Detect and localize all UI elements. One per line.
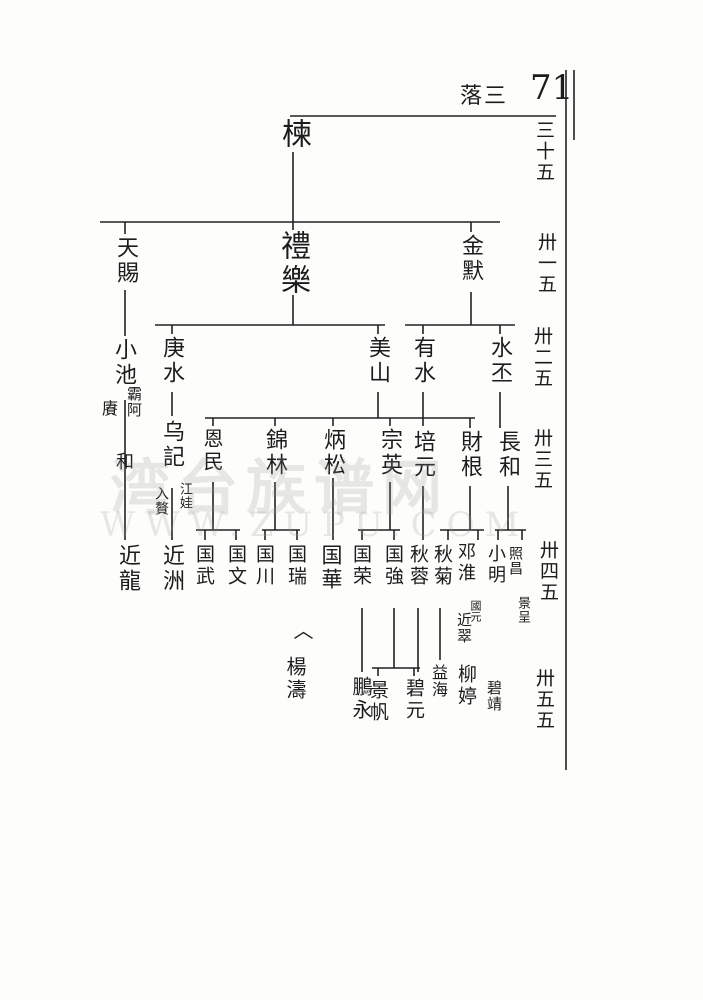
person-jinzhou: 近洲 xyxy=(159,544,184,594)
person-xiaochi: 小池 xyxy=(111,338,136,388)
person-xiaochi-note-a: 賡 xyxy=(99,400,118,417)
person-shuipi: 水丕 xyxy=(487,336,512,386)
person-caigen: 財根 xyxy=(457,430,482,480)
person-xiaolin-note: 國元 xyxy=(469,600,482,622)
person-liuting: 柳婷 xyxy=(455,664,477,708)
person-xiaolin: 小明 xyxy=(485,544,506,586)
section-label: 落三 xyxy=(460,84,509,109)
person-jinlin: 錦林 xyxy=(262,428,287,478)
person-zongying: 宗英 xyxy=(377,428,402,478)
person-guowen: 国文 xyxy=(225,544,247,588)
person-biyuan: 碧元 xyxy=(403,678,425,722)
person-guohua: 国華 xyxy=(319,544,343,592)
person-guorui: 国瑞 xyxy=(285,544,307,588)
person-wuji-note-a: 江娃 xyxy=(177,482,192,510)
person-zhaochang-note: 景呈 xyxy=(515,596,530,624)
person-guorong: 国荣 xyxy=(350,544,372,588)
generation-34: 卅四五 xyxy=(537,540,559,603)
person-wuji-note-b: 入贅 xyxy=(153,486,169,516)
person-wuji: 乌記 xyxy=(159,420,184,470)
person-meishan: 美山 xyxy=(365,336,390,386)
person-xiaochi-note-c: 和 xyxy=(113,452,134,473)
person-jinmo: 金默 xyxy=(458,234,483,284)
person-bijing: 碧靖 xyxy=(485,680,503,712)
generation-35: 三十五 xyxy=(533,120,555,183)
person-youshui: 有水 xyxy=(410,336,435,386)
person-zhaochang: 照昌 xyxy=(507,546,523,576)
generation-31: 卅一五 xyxy=(535,232,557,295)
person-guowu: 国武 xyxy=(193,544,215,588)
person-dong: 楝 xyxy=(276,118,311,152)
person-pengyong: 鵬永 xyxy=(349,676,373,722)
person-lile: 禮樂 xyxy=(275,230,310,298)
generation-32: 卅二五 xyxy=(531,326,553,389)
person-enmin: 恩民 xyxy=(200,428,224,474)
person-changhe: 長和 xyxy=(495,430,520,480)
person-qiurong: 秋蓉 xyxy=(407,544,429,588)
person-xiaochi-note-b: 霸阿 xyxy=(125,386,143,418)
person-guoqiang: 国強 xyxy=(382,544,404,588)
person-tianci: 天賜 xyxy=(113,236,138,286)
person-guochuan: 国川 xyxy=(253,544,275,588)
person-qiuju: 秋菊 xyxy=(431,544,453,588)
person-jinlong: 近龍 xyxy=(115,544,140,594)
ditto-mark: 〈 xyxy=(290,620,314,643)
person-jingfan: 景帆 xyxy=(367,680,389,724)
person-yihai: 益海 xyxy=(429,664,448,698)
person-jiaxing: 邓淮 xyxy=(455,542,476,584)
person-gengshui: 庚水 xyxy=(159,336,184,386)
person-yangtao: 楊濤 xyxy=(283,656,307,702)
generation-35b: 卅五五 xyxy=(533,668,555,731)
person-peiyuan: 培元 xyxy=(410,430,435,480)
person-bingsong: 炳松 xyxy=(320,428,345,478)
person-jiaxing-note: 近翠 xyxy=(455,612,473,644)
generation-33: 卅三五 xyxy=(531,428,553,491)
